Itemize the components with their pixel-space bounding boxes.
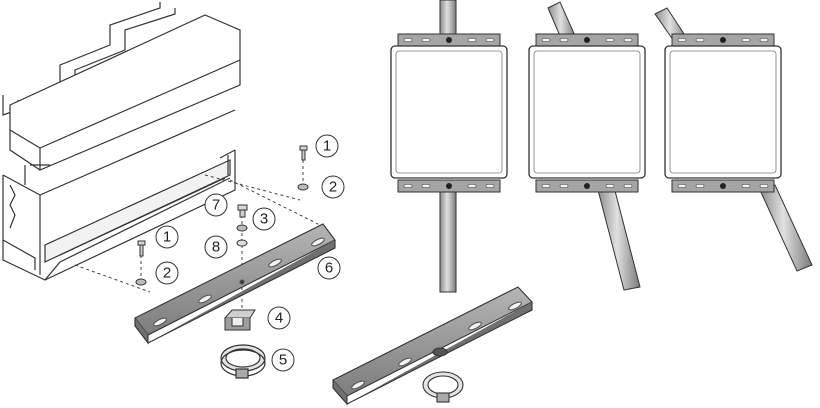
bracket-slot (605, 38, 615, 42)
svg-text:3: 3 (260, 211, 268, 228)
svg-text:7: 7 (212, 197, 220, 214)
bolt-7 (237, 204, 248, 218)
bracket-slot (677, 38, 687, 42)
bracket-slot (741, 38, 751, 42)
bracket-slot (541, 184, 551, 188)
bracket-slot (759, 184, 769, 188)
bracket-slot (485, 184, 495, 188)
panel-config-angled-b (654, 7, 813, 272)
svg-text:1: 1 (323, 138, 331, 155)
pole-lower-1 (439, 187, 457, 293)
bracket-slot (559, 38, 569, 42)
bracket-slot (541, 38, 551, 42)
panel-2 (528, 45, 646, 179)
washer-bottom (135, 278, 147, 286)
callout-1-top: 1 (315, 134, 339, 158)
mounting-rail-right (332, 286, 533, 406)
svg-text:6: 6 (325, 260, 333, 277)
bracket-slot (467, 184, 477, 188)
pole-lower-2 (597, 186, 641, 291)
washer-3 (236, 224, 248, 232)
panel-1 (390, 45, 508, 179)
washer-top (297, 183, 309, 191)
mounting-rail-left (134, 223, 336, 345)
bracket-slot (677, 184, 687, 188)
bracket-slot (421, 184, 431, 188)
svg-text:1: 1 (163, 229, 171, 246)
svg-text:5: 5 (279, 352, 287, 369)
callout-6: 6 (317, 256, 341, 280)
bracket-slot (485, 38, 495, 42)
alignment-guides (74, 160, 321, 318)
bracket-slot (695, 38, 705, 42)
bracket-slot (623, 38, 633, 42)
callout-2-bottom: 2 (155, 261, 179, 285)
pole-bracket (223, 309, 256, 331)
callout-7: 7 (204, 193, 228, 217)
panel-config-vertical (390, 0, 508, 293)
svg-text:4: 4 (275, 310, 283, 327)
bracket-bolt (584, 37, 590, 43)
bracket-bolt (720, 37, 726, 43)
svg-text:2: 2 (163, 265, 171, 282)
bolt-bottom (137, 240, 146, 257)
panel-config-angled-a (528, 1, 646, 291)
bracket-slot (605, 184, 615, 188)
pole-lower-3 (759, 184, 813, 272)
bracket-slot (695, 184, 705, 188)
panel-3 (664, 45, 782, 179)
bracket-bolt (584, 183, 590, 189)
svg-text:8: 8 (212, 239, 220, 256)
wall-structure (2, 2, 241, 281)
bracket-slot (403, 38, 413, 42)
bracket-bolt (720, 183, 726, 189)
callout-3: 3 (252, 207, 276, 231)
bracket-slot (759, 38, 769, 42)
bracket-slots (403, 37, 769, 189)
bracket-slot (467, 38, 477, 42)
hardware-parts (135, 145, 309, 286)
bracket-slot (623, 184, 633, 188)
callout-1-bottom: 1 (155, 225, 179, 249)
callout-8: 8 (204, 235, 228, 259)
bracket-bolt (446, 37, 452, 43)
bracket-slot (403, 184, 413, 188)
bracket-slot (741, 184, 751, 188)
callout-4: 4 (267, 306, 291, 330)
callout-labels: 1 2 7 3 8 1 2 6 (155, 134, 345, 372)
bracket-slot (421, 38, 431, 42)
bracket-bolt (446, 183, 452, 189)
hose-clamp (220, 344, 266, 379)
callout-5: 5 (271, 348, 295, 372)
svg-text:2: 2 (329, 179, 337, 196)
callout-2-top: 2 (321, 175, 345, 199)
bolt-top (299, 145, 308, 161)
bracket-slot (559, 184, 569, 188)
washer-8 (236, 239, 248, 247)
